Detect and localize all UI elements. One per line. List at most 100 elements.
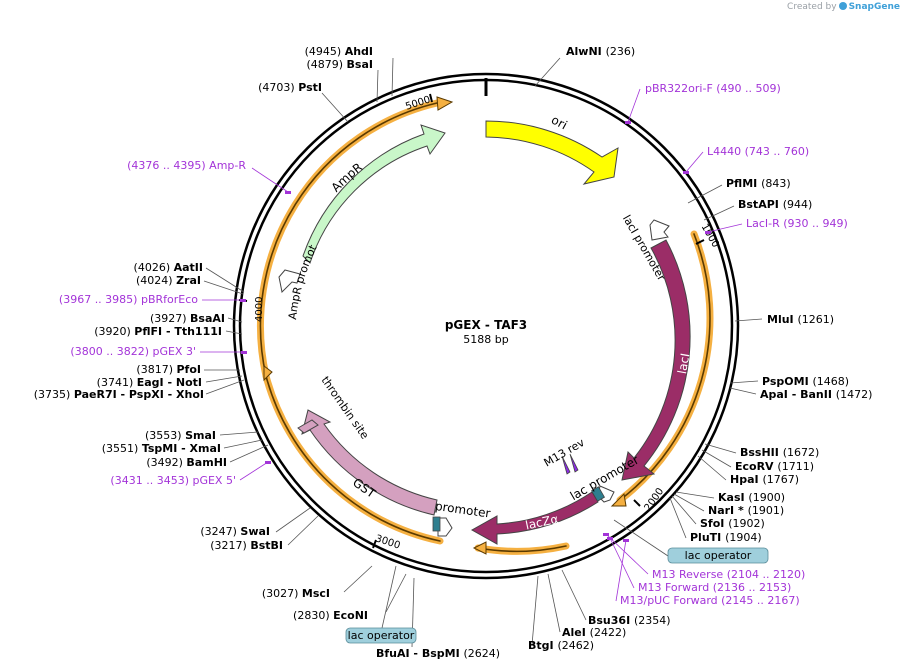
primer-mark-amp-r (285, 191, 291, 194)
site-label-alei[interactable]: AleI (2422) (562, 626, 626, 639)
site-label-bsai[interactable]: (4879) BsaI (306, 58, 373, 71)
site-label-msci[interactable]: (3027) MscI (262, 587, 330, 600)
site-name: ZraI (176, 274, 201, 287)
site-pos: (2422) (590, 626, 627, 639)
site-name: MluI (767, 313, 797, 326)
site-label-hpai[interactable]: HpaI (1767) (730, 473, 799, 486)
primer-mark-pbr322ori-f (625, 121, 631, 124)
primer-leader-laci-r (707, 223, 743, 233)
coverage-arcs (256, 96, 714, 555)
feature-ori[interactable] (485, 120, 619, 185)
primer-label-laci-r[interactable]: LacI-R (930 .. 949) (746, 217, 848, 230)
feature-laci-promoter[interactable] (649, 219, 670, 241)
site-label-zrai[interactable]: (4024) ZraI (136, 274, 201, 287)
site-label-bamhi[interactable]: (3492) BamHI (146, 456, 227, 469)
site-label-mlui[interactable]: MluI (1261) (767, 313, 834, 326)
site-pos: (4945) (305, 45, 345, 58)
site-pos: (4703) (258, 81, 298, 94)
feature-lac-promoter[interactable] (590, 485, 615, 503)
site-label-bstapi[interactable]: BstAPI (944) (738, 198, 812, 211)
site-pos: (3492) (146, 456, 186, 469)
site-leader-eagi-noti (205, 375, 243, 383)
primer-label-m13-reverse[interactable]: M13 Reverse (2104 .. 2120) (652, 568, 805, 581)
feature-lacz-alpha[interactable] (470, 491, 599, 545)
primer-label-pgex-5[interactable]: (3431 .. 3453) pGEX 5' (110, 474, 236, 487)
site-label-paer7i-pspxi-xhoi[interactable]: (3735) PaeR7I - PspXI - XhoI (34, 388, 204, 401)
site-label-psti[interactable]: (4703) PstI (258, 81, 322, 94)
feature-laci[interactable] (621, 239, 691, 481)
site-leader-bsaai (227, 317, 243, 323)
feature-m13-rev[interactable] (561, 453, 579, 475)
feature-tac-promoter[interactable] (432, 516, 453, 537)
site-pos: (4026) (134, 261, 174, 274)
map-title: pGEX - TAF3 (445, 318, 527, 332)
site-label-sfoi[interactable]: SfoI (1902) (700, 517, 765, 530)
site-label-bsu36i[interactable]: Bsu36I (2354) (588, 614, 671, 627)
site-name: PstI (298, 81, 322, 94)
site-label-bstbi[interactable]: (3217) BstBI (210, 539, 283, 552)
site-name: TspMI - XmaI (142, 442, 221, 455)
site-label-pfoi[interactable]: (3817) PfoI (136, 363, 201, 376)
primer-label-pbrforeco[interactable]: (3967 .. 3985) pBRforEco (59, 293, 198, 306)
site-label-pspomi[interactable]: PspOMI (1468) (762, 375, 849, 388)
site-pos: (3927) (150, 312, 190, 325)
primer-label-pgex-3[interactable]: (3800 .. 3822) pGEX 3' (70, 345, 196, 358)
site-name: AatII (174, 261, 203, 274)
site-label-eagi-noti[interactable]: (3741) EagI - NotI (97, 376, 202, 389)
site-pos: (1902) (728, 517, 765, 530)
site-name: Bsu36I (588, 614, 634, 627)
primer-label-amp-r[interactable]: (4376 .. 4395) Amp-R (127, 159, 246, 172)
primer-label-l4440[interactable]: L4440 (743 .. 760) (707, 145, 809, 158)
site-label-pflfi-tth111i[interactable]: (3920) PflFI - Tth111I (94, 325, 222, 338)
site-label-bfuai-bspmi[interactable]: BfuAI - BspMI (2624) (376, 647, 500, 660)
operator-badge[interactable] (667, 547, 769, 564)
backbone (232, 72, 740, 580)
site-name: NarI * (708, 504, 748, 517)
site-label-tspmi-xmai[interactable]: (3551) TspMI - XmaI (102, 442, 221, 455)
site-label-smai[interactable]: (3553) SmaI (145, 429, 216, 442)
site-label-econi[interactable]: (2830) EcoNI (293, 609, 368, 622)
site-label-nari[interactable]: NarI * (1901) (708, 504, 784, 517)
feature-thrombin-site[interactable] (297, 419, 319, 434)
site-label-bsaai[interactable]: (3927) BsaAI (150, 312, 225, 325)
site-label-btgi[interactable]: BtgI (2462) (528, 639, 594, 652)
primer-label-m13-puc-forward[interactable]: M13/pUC Forward (2145 .. 2167) (620, 594, 800, 607)
site-pos: (1904) (725, 531, 762, 544)
feature-gst[interactable] (301, 409, 438, 516)
site-label-apai-banii[interactable]: ApaI - BanII (1472) (760, 388, 872, 401)
site-label-ahdi[interactable]: (4945) AhdI (305, 45, 373, 58)
site-label-bsshii[interactable]: BssHII (1672) (740, 446, 819, 459)
site-pos: (1468) (813, 375, 850, 388)
site-leader-hpai (697, 455, 727, 481)
primer-label-m13-forward[interactable]: M13 Forward (2136 .. 2153) (638, 581, 791, 594)
feature-ampr-promoter[interactable] (278, 269, 301, 294)
site-pos: (1767) (762, 473, 799, 486)
site-name: BamHI (186, 456, 227, 469)
site-name: SfoI (700, 517, 728, 530)
site-leader-paer7i-pspxi-xhoi (205, 379, 245, 395)
site-label-swai[interactable]: (3247) SwaI (200, 525, 270, 538)
site-pos: (1901) (748, 504, 785, 517)
site-name: PaeR7I - PspXI - XhoI (74, 388, 204, 401)
site-leader-pflmi (687, 184, 723, 204)
site-pos: (3741) (97, 376, 137, 389)
feature-ampr[interactable] (302, 124, 446, 264)
site-pos: (3735) (34, 388, 74, 401)
site-pos: (3553) (145, 429, 185, 442)
site-leader-nari (673, 493, 705, 512)
feature-label-lacz-alpha: lacZα (524, 512, 560, 533)
site-label-alwni[interactable]: AlwNI (236) (566, 45, 635, 58)
primer-leader-m13-puc-forward (615, 539, 627, 602)
site-name: BsaAI (190, 312, 225, 325)
primer-label-pbr322ori-f[interactable]: pBR322ori-F (490 .. 509) (645, 82, 781, 95)
site-label-pluti[interactable]: PluTI (1904) (690, 531, 762, 544)
site-label-pflmi[interactable]: PflMI (843) (726, 177, 791, 190)
site-leader-sfoi (671, 495, 697, 525)
site-pos: (843) (761, 177, 791, 190)
site-label-aatii[interactable]: (4026) AatII (134, 261, 203, 274)
operator-badge[interactable] (345, 627, 417, 644)
site-leader-btgi (531, 575, 539, 646)
site-label-kasi[interactable]: KasI (1900) (718, 491, 785, 504)
site-label-ecorv[interactable]: EcoRV (1711) (735, 460, 814, 473)
